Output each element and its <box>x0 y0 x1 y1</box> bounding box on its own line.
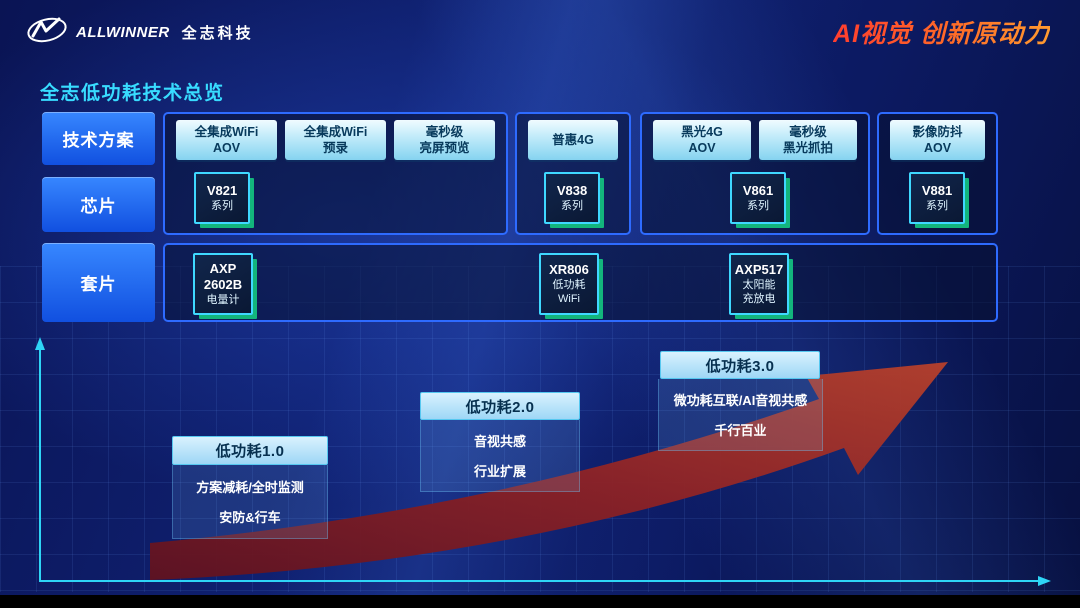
chip-box-v881: V881 系列 <box>909 172 965 224</box>
solution-line: AOV <box>688 141 716 155</box>
solutions-row: 全集成WiFi AOV 全集成WiFi 预录 毫秒级 亮屏预览 <box>165 114 506 166</box>
brand-name: ALLWINNER <box>76 24 170 41</box>
chip-name: V881 <box>921 183 953 198</box>
brand-logo-area: ALLWINNER 全志科技 <box>26 15 254 50</box>
solution-box: 黑光4G AOV <box>653 120 751 160</box>
solutions-row: 黑光4G AOV 毫秒级 黑光抓拍 <box>642 114 868 166</box>
roadmap-stage2-title: 低功耗2.0 <box>420 392 580 420</box>
page-title: 全志低功耗技术总览 <box>40 83 225 104</box>
solution-line: 黑光4G <box>681 125 723 139</box>
roadmap-stage1-title: 低功耗1.0 <box>172 436 328 465</box>
chip-box-v838: V838 系列 <box>544 172 600 224</box>
solutions-row: 普惠4G <box>517 114 629 166</box>
roadmap-stage1-line2: 安防&行车 <box>219 510 281 526</box>
solution-line: 预录 <box>322 141 348 155</box>
solution-box: 普惠4G <box>528 120 618 160</box>
row-label-companions: 套片 <box>42 243 155 322</box>
roadmap-stage1-body: 方案减耗/全时监测 安防&行车 <box>172 465 328 539</box>
row-label-chips: 芯片 <box>42 177 155 232</box>
slogan: AI视觉 创新原动力 <box>833 14 1050 50</box>
brand-name-cn: 全志科技 <box>181 25 254 42</box>
roadmap-stage2-line2: 行业扩展 <box>473 464 526 479</box>
chip-box-v861: V861 系列 <box>730 172 786 224</box>
tech-group-v838: 普惠4G V838 系列 <box>515 112 631 235</box>
row-label-solutions: 技术方案 <box>42 112 155 165</box>
chip-suffix: 系列 <box>747 200 769 212</box>
chip-suffix: 系列 <box>561 200 583 212</box>
tech-group-v861: 黑光4G AOV 毫秒级 黑光抓拍 V861 系列 <box>640 112 870 235</box>
companion-desc: WiFi <box>558 293 580 305</box>
solution-box: 全集成WiFi AOV <box>176 120 277 160</box>
roadmap-stage3-line1: 微功耗互联/AI音视共感 <box>673 393 808 408</box>
tech-group-v821: 全集成WiFi AOV 全集成WiFi 预录 毫秒级 亮屏预览 V821 系列 <box>163 112 508 235</box>
solution-box: 全集成WiFi 预录 <box>285 120 386 160</box>
solution-line: 全集成WiFi <box>194 125 259 139</box>
chip-suffix: 系列 <box>926 200 948 212</box>
solution-line: 影像防抖 <box>912 125 963 139</box>
tech-group-v881: 影像防抖 AOV V881 系列 <box>877 112 998 235</box>
chip-name: V821 <box>206 183 238 198</box>
chip-name: V838 <box>556 183 588 198</box>
solution-line: 毫秒级 <box>425 125 464 139</box>
roadmap-stage1-line1: 方案减耗/全时监测 <box>196 479 304 495</box>
roadmap-stage3-body: 微功耗互联/AI音视共感 千行百业 <box>658 379 823 451</box>
chip-box-v821: V821 系列 <box>194 172 250 224</box>
companion-desc: 低功耗 <box>552 279 586 291</box>
chip-suffix: 系列 <box>211 200 233 212</box>
companion-chip-axp2602b: AXP 2602B 电量计 <box>193 253 253 315</box>
companion-name: 2602B <box>203 277 243 292</box>
bottom-black-bar <box>0 595 1080 608</box>
companion-chip-xr806: XR806 低功耗 WiFi <box>539 253 599 315</box>
roadmap-stage2-line1: 音视共感 <box>473 434 526 449</box>
companion-name: XR806 <box>549 262 589 277</box>
companion-chip-axp517: AXP517 太阳能 充放电 <box>729 253 789 315</box>
roadmap-stage3-line2: 千行百业 <box>714 423 767 438</box>
companion-name: AXP <box>209 261 237 276</box>
companion-desc: 充放电 <box>742 293 776 305</box>
solution-line: 亮屏预览 <box>419 141 470 155</box>
chip-name: V861 <box>742 183 774 198</box>
companion-row: AXP 2602B 电量计 XR806 低功耗 WiFi AXP517 太阳能 … <box>163 243 998 322</box>
solution-box: 影像防抖 AOV <box>890 120 985 160</box>
solutions-row: 影像防抖 AOV <box>879 114 996 166</box>
solution-line: AOV <box>212 141 241 155</box>
solution-line: 毫秒级 <box>789 125 827 139</box>
solution-line: 黑光抓拍 <box>782 141 833 155</box>
allwinner-logo-icon <box>26 15 68 50</box>
solution-box: 毫秒级 亮屏预览 <box>394 120 495 160</box>
roadmap-stage2-body: 音视共感 行业扩展 <box>420 420 580 492</box>
roadmap-stage3-title: 低功耗3.0 <box>660 351 820 379</box>
companion-desc: 电量计 <box>206 294 240 306</box>
solution-box: 毫秒级 黑光抓拍 <box>759 120 857 160</box>
solution-line: AOV <box>923 141 952 155</box>
companion-desc: 太阳能 <box>742 279 776 291</box>
solution-line: 全集成WiFi <box>303 125 368 139</box>
solution-line: 普惠4G <box>552 133 594 147</box>
companion-name: AXP517 <box>734 262 784 277</box>
